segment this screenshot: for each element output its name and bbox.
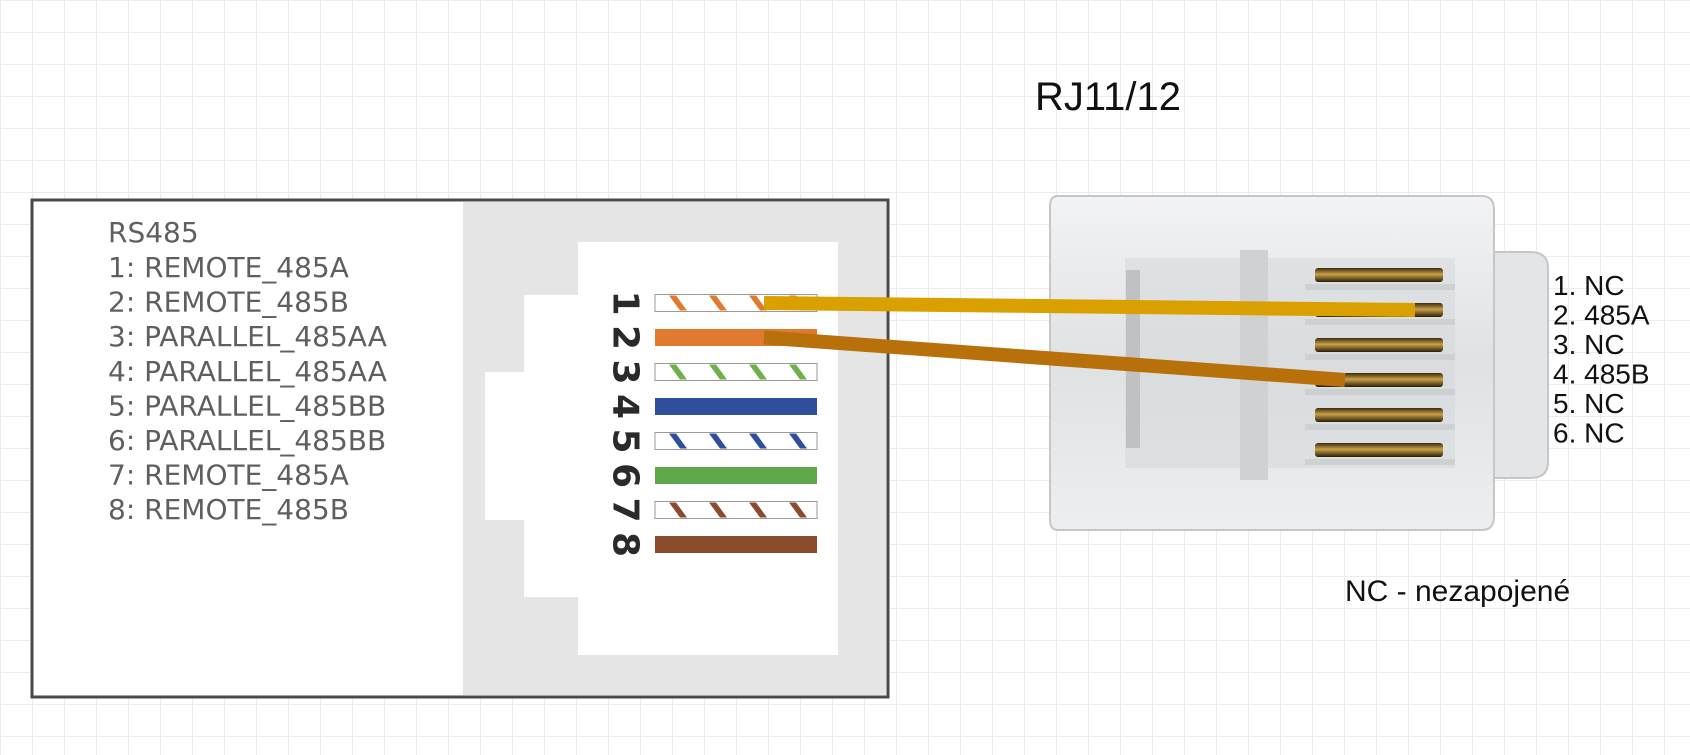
connection-wire — [763, 330, 1346, 387]
rj45-pin-number: 6 — [605, 463, 646, 488]
rj45-pin-numbers: 1 2 3 4 5 6 7 8 — [605, 290, 646, 557]
rj45-heading: RS485 — [108, 216, 199, 249]
rj11-ridge — [1240, 250, 1268, 480]
rj11-title: RJ11/12 — [1035, 75, 1181, 119]
rj45-pin-label: 6: PARALLEL_485BB — [108, 424, 386, 457]
rj45-pin-number: 3 — [605, 359, 646, 384]
rj11-latch — [1493, 251, 1549, 479]
rj11-contact — [1315, 268, 1443, 282]
rj11-contact — [1315, 373, 1443, 387]
rj11-pin-label: 6. NC — [1553, 418, 1625, 449]
connection-wire — [763, 296, 1416, 317]
rj45-pin-number: 8 — [605, 532, 646, 557]
rj45-pin-label: 7: REMOTE_485A — [108, 459, 349, 492]
connection-wires — [763, 296, 1416, 387]
rj45-pin-number: 5 — [605, 428, 646, 453]
rj11-legend: NC - nezapojené — [1345, 575, 1570, 608]
rj45-wire-striped — [654, 363, 818, 381]
rj45-pin-number: 7 — [605, 497, 646, 522]
rj11-contact — [1315, 408, 1443, 422]
rj11-pin-label: 2. 485A — [1553, 300, 1650, 331]
rj45-wire-striped — [654, 501, 818, 519]
rj11-pin-label: 5. NC — [1553, 388, 1625, 419]
rj45-pin-number: 1 — [605, 290, 646, 315]
rj11-contact — [1315, 338, 1443, 352]
rj45-wire-solid — [655, 536, 817, 553]
rj11-contacts — [1305, 268, 1455, 465]
rj45-wire-solid — [655, 467, 817, 484]
rj11-pin-label: 1. NC — [1553, 270, 1625, 301]
rj45-wire-solid — [655, 398, 817, 415]
rj45-pin-label: 2: REMOTE_485B — [108, 286, 349, 319]
rj45-pin-label: 4: PARALLEL_485AA — [108, 355, 387, 388]
rj45-pin-label: 8: REMOTE_485B — [108, 493, 349, 526]
rj11-contact — [1315, 443, 1443, 457]
rj45-pin-label: 1: REMOTE_485A — [108, 251, 349, 284]
rj11-pin-label: 4. 485B — [1553, 359, 1650, 390]
rj45-wire-striped — [654, 432, 818, 450]
rj45-pin-label: 3: PARALLEL_485AA — [108, 320, 387, 353]
rj45-pin-label: 5: PARALLEL_485BB — [108, 389, 386, 422]
rj45-pin-number: 4 — [605, 394, 646, 419]
rj11-pin-label: 3. NC — [1553, 329, 1625, 360]
rj45-pin-number: 2 — [605, 325, 646, 350]
